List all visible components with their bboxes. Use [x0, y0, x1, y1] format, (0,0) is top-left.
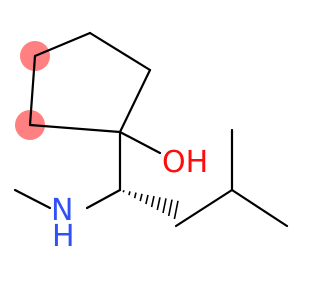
ring-bond-4	[28, 123, 122, 134]
chiral-to-n-bond	[85, 188, 122, 210]
ring-bond-5	[28, 54, 37, 127]
nitrogen-label: N	[51, 193, 73, 228]
molecule-canvas: OH N H	[13, 31, 289, 254]
structure-diagram: OH N H	[13, 31, 289, 254]
ch2-ch-bond	[174, 188, 234, 228]
amine-hydrogen-label: H	[52, 219, 75, 254]
ring-bond-2	[88, 31, 152, 72]
ring-bond-3	[118, 68, 152, 134]
hashed-wedge-bond	[122, 189, 179, 220]
hydroxyl-label: OH	[162, 145, 208, 180]
ring-bond-1	[33, 31, 92, 58]
ch-methyl-right-bond	[230, 188, 289, 228]
n-methyl-bond	[13, 188, 52, 210]
c-oh-bond	[118, 130, 162, 155]
